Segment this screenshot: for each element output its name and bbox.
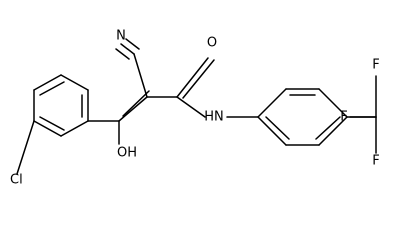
chlorophenyl-ring <box>33 74 89 137</box>
nitrile-nitrogen-label: N <box>116 29 126 44</box>
chlorine-bond <box>16 120 35 175</box>
chlorine-label: Cl <box>10 173 23 188</box>
chemical-structure-diagram: N O HN OH Cl F F F <box>10 29 380 188</box>
trifluoromethylphenyl-ring <box>226 88 348 146</box>
fluorine-bottom-label: F <box>372 154 379 169</box>
fluorine-top-label: F <box>372 58 379 73</box>
fluorine-left-label: F <box>340 110 347 125</box>
core-chain <box>87 53 215 145</box>
amide-nitrogen-label: HN <box>204 110 224 125</box>
nitrile-bond <box>115 38 140 60</box>
trifluoromethyl-group <box>346 75 377 154</box>
hydroxyl-oxygen-label: OH <box>117 146 137 161</box>
carbonyl-oxygen-label: O <box>207 36 217 51</box>
